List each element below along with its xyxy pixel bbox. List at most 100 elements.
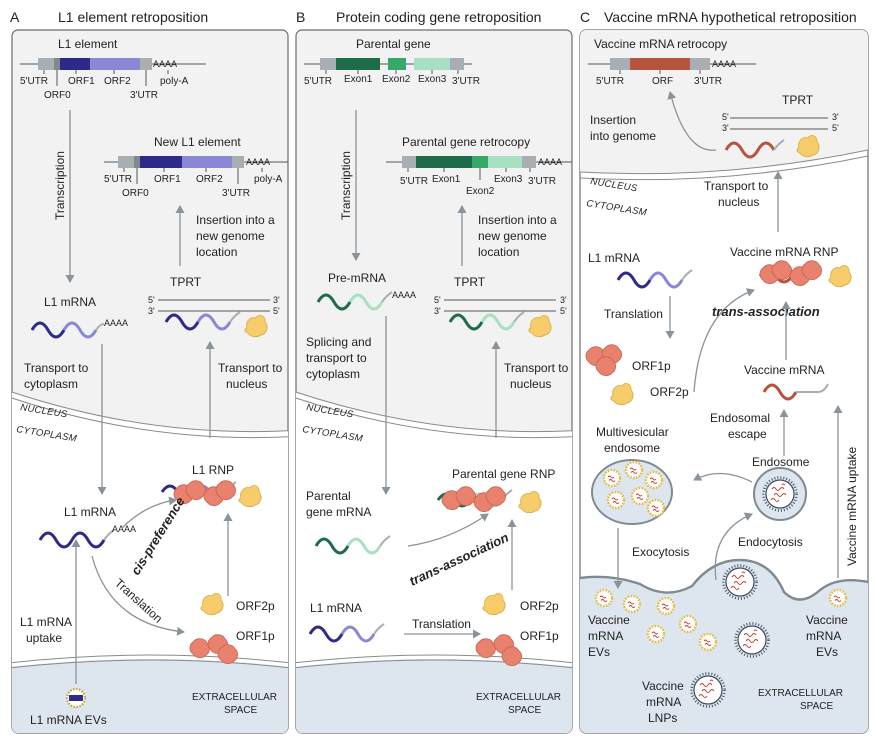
insertion-line-3: location	[196, 245, 237, 259]
tprt-label-c: TPRT	[782, 93, 814, 107]
l1-mrna-ev	[65, 687, 87, 709]
orf1p-label-c: ORF1p	[632, 359, 671, 373]
translation-label-b: Translation	[412, 617, 471, 631]
l1-element-title: L1 element	[58, 37, 118, 51]
svg-text:AAAA: AAAA	[104, 318, 128, 328]
transport-nucleus-1: Transport to	[218, 361, 283, 375]
svg-text:5': 5'	[273, 306, 280, 316]
svg-text:3'UTR: 3'UTR	[452, 76, 480, 87]
l1-mrna-c	[616, 269, 693, 289]
l1-mrna-cytoplasm-label: L1 mRNA	[64, 505, 116, 519]
evs-left-1: Vaccine	[588, 613, 630, 627]
endosome	[753, 467, 807, 521]
parental-gene-mrna	[314, 535, 391, 555]
vaccine-mrna	[762, 383, 829, 401]
svg-text:5': 5'	[148, 295, 155, 305]
insertion-c-2: into genome	[590, 129, 656, 143]
svg-text:ORF0: ORF0	[122, 188, 149, 199]
svg-text:AAAA: AAAA	[538, 157, 562, 167]
trans-arrow-b	[407, 513, 489, 547]
extracellular-b-2: SPACE	[508, 705, 541, 716]
vaccine-mrna-label: Vaccine mRNA	[744, 363, 824, 377]
tprt-label: TPRT	[170, 275, 202, 289]
evs-right-2: mRNA	[806, 629, 841, 643]
orf2p-label-a: ORF2p	[236, 599, 275, 613]
endosome-label: Endosome	[752, 455, 810, 469]
plasma-membrane-inner	[12, 659, 288, 670]
tprt-complex-c: 5' 3' 3' 5'	[722, 112, 839, 159]
panel-b: B Protein coding gene retroposition Pare…	[295, 9, 573, 734]
parental-gene-mrna-2: gene mRNA	[306, 505, 371, 519]
insertion-line-1: Insertion into a	[196, 213, 275, 227]
svg-text:AAAA: AAAA	[712, 59, 736, 69]
extracellular-c-2: SPACE	[800, 701, 833, 712]
svg-text:3'UTR: 3'UTR	[222, 188, 250, 199]
orf1p-label-a: ORF1p	[236, 629, 275, 643]
nuclear-envelope-outer	[12, 387, 288, 433]
cis-arrow	[121, 496, 177, 529]
transport-nucleus-2: nucleus	[226, 377, 267, 391]
vaccine-uptake-label: Vaccine mRNA uptake	[845, 447, 859, 566]
svg-text:Exon1: Exon1	[344, 74, 373, 85]
tprt-complex-a: 5' 3' 3' 5'	[148, 295, 280, 338]
svg-text:3': 3'	[560, 295, 567, 305]
insertion-b-3: location	[478, 245, 519, 259]
uptake-line-2: uptake	[26, 631, 62, 645]
lnps-1: Vaccine	[642, 679, 684, 693]
parental-rnp-label: Parental gene RNP	[452, 467, 555, 481]
svg-text:Exon2: Exon2	[466, 186, 495, 197]
svg-text:poly-A: poly-A	[160, 76, 189, 87]
svg-text:5': 5'	[832, 123, 839, 133]
pre-mrna: AAAA	[316, 290, 416, 311]
extracellular-b-1: EXTRACELLULAR	[476, 692, 561, 703]
svg-text:ORF1: ORF1	[154, 174, 181, 185]
panel-c-title: Vaccine mRNA hypothetical retroposition	[604, 9, 857, 25]
endocytosis-label: Endocytosis	[738, 535, 803, 549]
svg-text:3': 3'	[434, 306, 441, 316]
svg-text:Exon2: Exon2	[382, 74, 411, 85]
evs-right-3: EVs	[816, 645, 838, 659]
svg-text:3': 3'	[148, 306, 155, 316]
parental-gene-retrocopy: AAAA 5'UTR Exon1 Exon3 3'UTR Exon2	[386, 156, 572, 197]
insertion-line-2: new genome	[196, 229, 265, 243]
insertion-b-1: Insertion into a	[478, 213, 557, 227]
panel-b-title: Protein coding gene retroposition	[336, 9, 541, 25]
splicing-2: transport to	[306, 351, 367, 365]
l1-mrna-cytoplasm: AAAA	[38, 524, 136, 549]
new-l1-element-title: New L1 element	[154, 135, 241, 149]
transport-cytoplasm-2: cytoplasm	[24, 377, 78, 391]
parental-gene-mrna-1: Parental	[306, 489, 351, 503]
l1-mrna-label: L1 mRNA	[44, 295, 96, 309]
svg-text:5'UTR: 5'UTR	[20, 76, 48, 87]
svg-text:3'UTR: 3'UTR	[528, 176, 556, 187]
transport-nucleus-b-2: nucleus	[510, 377, 551, 391]
orf2p-label-c: ORF2p	[650, 385, 689, 399]
svg-text:3'UTR: 3'UTR	[694, 76, 722, 87]
svg-text:ORF2: ORF2	[196, 174, 223, 185]
multivesicular-endosome	[591, 459, 673, 525]
vaccine-rnp-label: Vaccine mRNA RNP	[730, 245, 838, 259]
panel-a-letter: A	[10, 9, 20, 25]
tprt-label-b: TPRT	[454, 275, 486, 289]
extracellular-c-1: EXTRACELLULAR	[758, 688, 843, 699]
insertion-c-1: Insertion	[590, 113, 636, 127]
svg-text:5'UTR: 5'UTR	[104, 174, 132, 185]
lnps-2: mRNA	[646, 695, 681, 709]
svg-text:Exon1: Exon1	[432, 174, 461, 185]
panel-a: A L1 element retroposition L1 element AA…	[10, 9, 289, 734]
parental-gene-title: Parental gene	[356, 37, 431, 51]
tprt-complex-b: 5' 3' 3' 5'	[434, 295, 567, 338]
evs-left-2: mRNA	[588, 629, 623, 643]
transport-nucleus-b-1: Transport to	[504, 361, 569, 375]
mve-label-1: Multivesicular	[596, 425, 669, 439]
panel-c-letter: C	[580, 9, 590, 25]
insertion-b-2: new genome	[478, 229, 547, 243]
evs-right-1: Vaccine	[806, 613, 848, 627]
mve-label-2: endosome	[604, 441, 660, 455]
evs-left-3: EVs	[588, 645, 610, 659]
splicing-3: cytoplasm	[306, 367, 360, 381]
l1-mrna-label-b: L1 mRNA	[310, 601, 362, 615]
svg-text:5'UTR: 5'UTR	[304, 76, 332, 87]
